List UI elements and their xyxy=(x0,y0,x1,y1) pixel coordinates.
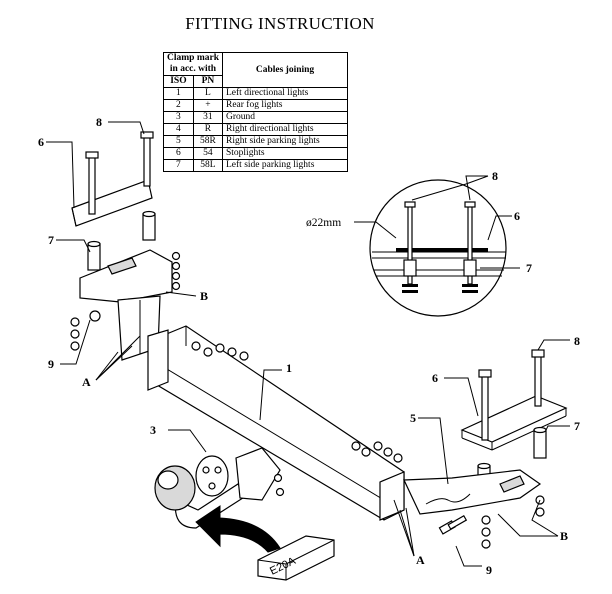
pn-cell: 58L xyxy=(192,159,224,172)
crossbar-nuts-right xyxy=(351,441,403,463)
wiring-table: Clamp mark in acc. with Cables joining I… xyxy=(163,52,348,172)
label-part-8-left: 8 xyxy=(96,115,102,129)
right-bracket xyxy=(403,469,542,515)
label-part-8-right: 8 xyxy=(574,334,580,348)
label-part-9-right: 9 xyxy=(486,563,492,577)
mounting-direction-arrow xyxy=(195,505,281,553)
right-bolts xyxy=(478,349,545,441)
leader-lines xyxy=(46,121,570,567)
label-a-left: A xyxy=(82,375,91,389)
label-a-right: A xyxy=(416,553,425,567)
table-header-row: Clamp mark in acc. with Cables joining xyxy=(163,52,348,88)
label-b-right: B xyxy=(560,529,568,543)
tow-ball-assembly xyxy=(154,447,285,529)
right-mounting-plate xyxy=(460,395,568,451)
label-part-7-right: 7 xyxy=(574,419,580,433)
crossbar-nuts-left xyxy=(191,341,249,361)
left-bolt xyxy=(85,151,99,215)
right-nuts-washers xyxy=(438,495,545,549)
header-clamp-line-2: in acc. with xyxy=(169,64,217,74)
label-part-1: 1 xyxy=(286,361,292,375)
label-part-7-detail: 7 xyxy=(526,261,532,275)
left-bolt-upper xyxy=(140,131,154,187)
label-part-8-detail: 8 xyxy=(492,169,498,183)
label-diameter: ø22mm xyxy=(306,217,341,229)
iso-cell: 7 xyxy=(163,159,194,172)
left-mounting-plate xyxy=(71,179,153,227)
label-part-6-left: 6 xyxy=(38,135,44,149)
label-part-6-right: 6 xyxy=(432,371,438,385)
main-crossbar xyxy=(147,325,405,521)
label-part-5: 5 xyxy=(410,411,416,425)
detail-view xyxy=(369,179,507,317)
page-title: FITTING INSTRUCTION xyxy=(185,14,375,33)
label-part-3: 3 xyxy=(150,423,156,437)
label-b-left: B xyxy=(200,289,208,303)
e20a-box xyxy=(257,535,335,581)
label-part-9-left: 9 xyxy=(48,357,54,371)
left-nuts-washers xyxy=(70,251,181,351)
header-clamp-line-1: Clamp mark xyxy=(167,53,219,63)
header-cables-joining: Cables joining xyxy=(222,52,348,88)
table-subheader-row: ISO PN xyxy=(163,75,348,88)
label-part-7-left: 7 xyxy=(48,233,54,247)
header-clamp-mark: Clamp mark in acc. with xyxy=(163,52,223,76)
left-spacer-tubes xyxy=(87,210,156,271)
label-part-6-detail: 6 xyxy=(514,209,520,223)
desc-cell: Left side parking lights xyxy=(222,159,348,172)
